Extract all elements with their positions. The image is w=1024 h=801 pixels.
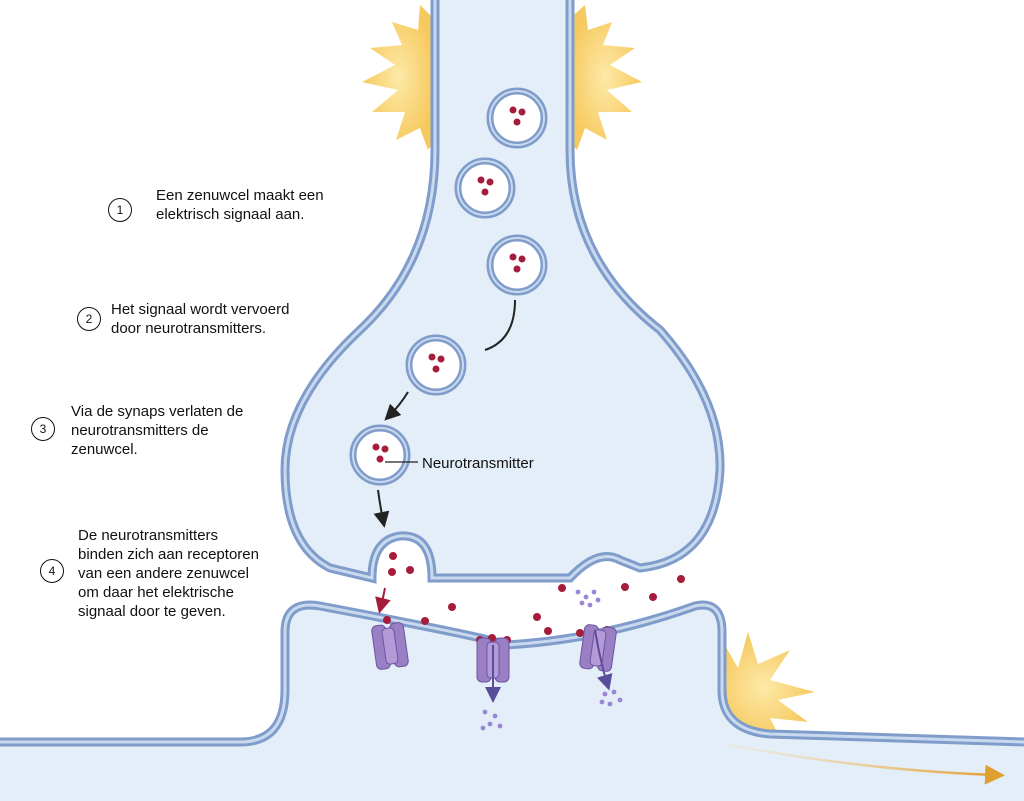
neurotransmitter-dot	[486, 178, 494, 186]
release-arrow	[375, 587, 391, 614]
neurotransmitter-dot	[533, 613, 541, 621]
step-text: Via de synaps verlaten de neurotransmitt…	[71, 403, 244, 458]
neurotransmitter-dot	[448, 603, 456, 611]
neurotransmitter-dot	[389, 552, 397, 560]
step-number: 3	[31, 417, 55, 441]
neurotransmitter-dot	[513, 265, 521, 273]
neurotransmitter-dot	[649, 593, 657, 601]
neurotransmitter-dot	[576, 629, 584, 637]
ion-particles	[480, 589, 623, 731]
electric-spark-icon	[362, 5, 435, 150]
neurotransmitter-dot	[677, 575, 685, 583]
neurotransmitter-dot	[513, 118, 521, 126]
flow-arrow	[384, 391, 409, 421]
neurotransmitter-dot	[509, 106, 517, 114]
synaptic-vesicle	[405, 334, 467, 396]
step-text: De neurotransmitters binden zich aan rec…	[78, 527, 259, 620]
neurotransmitter-dot	[477, 176, 485, 184]
neurotransmitter-dot	[432, 365, 440, 373]
receptor-icon	[371, 622, 409, 670]
synaptic-vesicle	[454, 157, 516, 219]
neurotransmitter-dot	[381, 445, 389, 453]
step-number: 2	[77, 307, 101, 331]
step-text: Het signaal wordt vervoerd door neurotra…	[111, 301, 290, 337]
neurotransmitter-dot	[421, 617, 429, 625]
neurotransmitter-dot	[376, 455, 384, 463]
synaptic-vesicle	[349, 424, 411, 486]
step-text: Een zenuwcel maakt een elektrisch signaa…	[156, 187, 324, 223]
neurotransmitter-dot	[388, 568, 396, 576]
electric-spark-icon	[712, 632, 815, 742]
flow-arrow	[373, 489, 390, 528]
neurotransmitter-dot	[518, 255, 526, 263]
neurotransmitter-dot	[481, 188, 489, 196]
neurotransmitter-dot	[621, 583, 629, 591]
synaptic-vesicle	[486, 234, 548, 296]
neurotransmitter-dot	[372, 443, 380, 451]
flow-arrow	[484, 299, 516, 351]
ion-flow-arrow	[594, 629, 613, 691]
receiving-neuron	[0, 600, 1024, 801]
neurotransmitter-dot	[406, 566, 414, 574]
electric-spark-icon	[568, 5, 642, 150]
neurotransmitter-dot	[518, 108, 526, 116]
neurotransmitter-dot	[428, 353, 436, 361]
step-number: 1	[108, 198, 132, 222]
neurotransmitter-label: Neurotransmitter	[422, 455, 534, 472]
neurotransmitter-dot	[437, 355, 445, 363]
signal-direction-arrow	[724, 742, 1005, 785]
neurotransmitter-dot	[383, 616, 391, 624]
step-number: 4	[40, 559, 64, 583]
synaptic-vesicle	[486, 87, 548, 149]
neurotransmitter-dot	[544, 627, 552, 635]
neurotransmitter-dot	[509, 253, 517, 261]
neurotransmitter-dot	[558, 584, 566, 592]
